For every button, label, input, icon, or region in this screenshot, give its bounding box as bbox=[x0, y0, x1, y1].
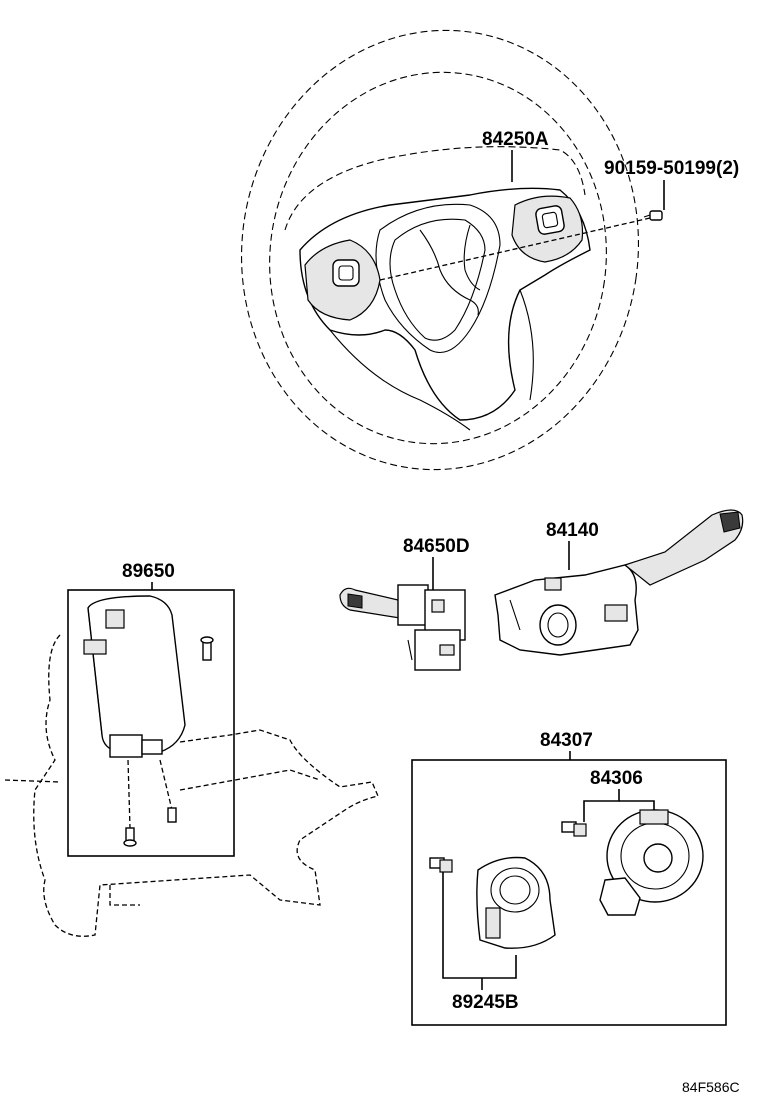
wiper-switch-illustration bbox=[339, 584, 466, 671]
part-label-turn-switch: 84140 bbox=[546, 520, 599, 541]
spiral-cable-assy-frame bbox=[411, 759, 727, 1026]
part-label-spiral-cable-assy: 84307 bbox=[540, 730, 593, 751]
vehicle-body-outline bbox=[33, 634, 379, 937]
part-label-wiper-switch: 84650D bbox=[403, 536, 470, 557]
part-label-steering-wheel: 84250A bbox=[482, 129, 549, 150]
part-label-ecu: 89650 bbox=[122, 561, 175, 582]
ecu-frame bbox=[67, 589, 235, 857]
part-label-screw: 90159-50199(2) bbox=[604, 158, 739, 179]
turn-switch-illustration bbox=[494, 509, 744, 656]
screw-illustration bbox=[643, 210, 663, 221]
steering-sensor-illustration bbox=[429, 856, 556, 949]
steering-wheel-illustration bbox=[241, 29, 651, 471]
spiral-cable-illustration bbox=[561, 809, 704, 916]
ecu-illustration bbox=[83, 595, 214, 847]
part-label-steering-sensor: 89245B bbox=[452, 992, 519, 1013]
diagram-code: 84F586C bbox=[682, 1079, 740, 1095]
part-label-spiral-cable: 84306 bbox=[590, 768, 643, 789]
